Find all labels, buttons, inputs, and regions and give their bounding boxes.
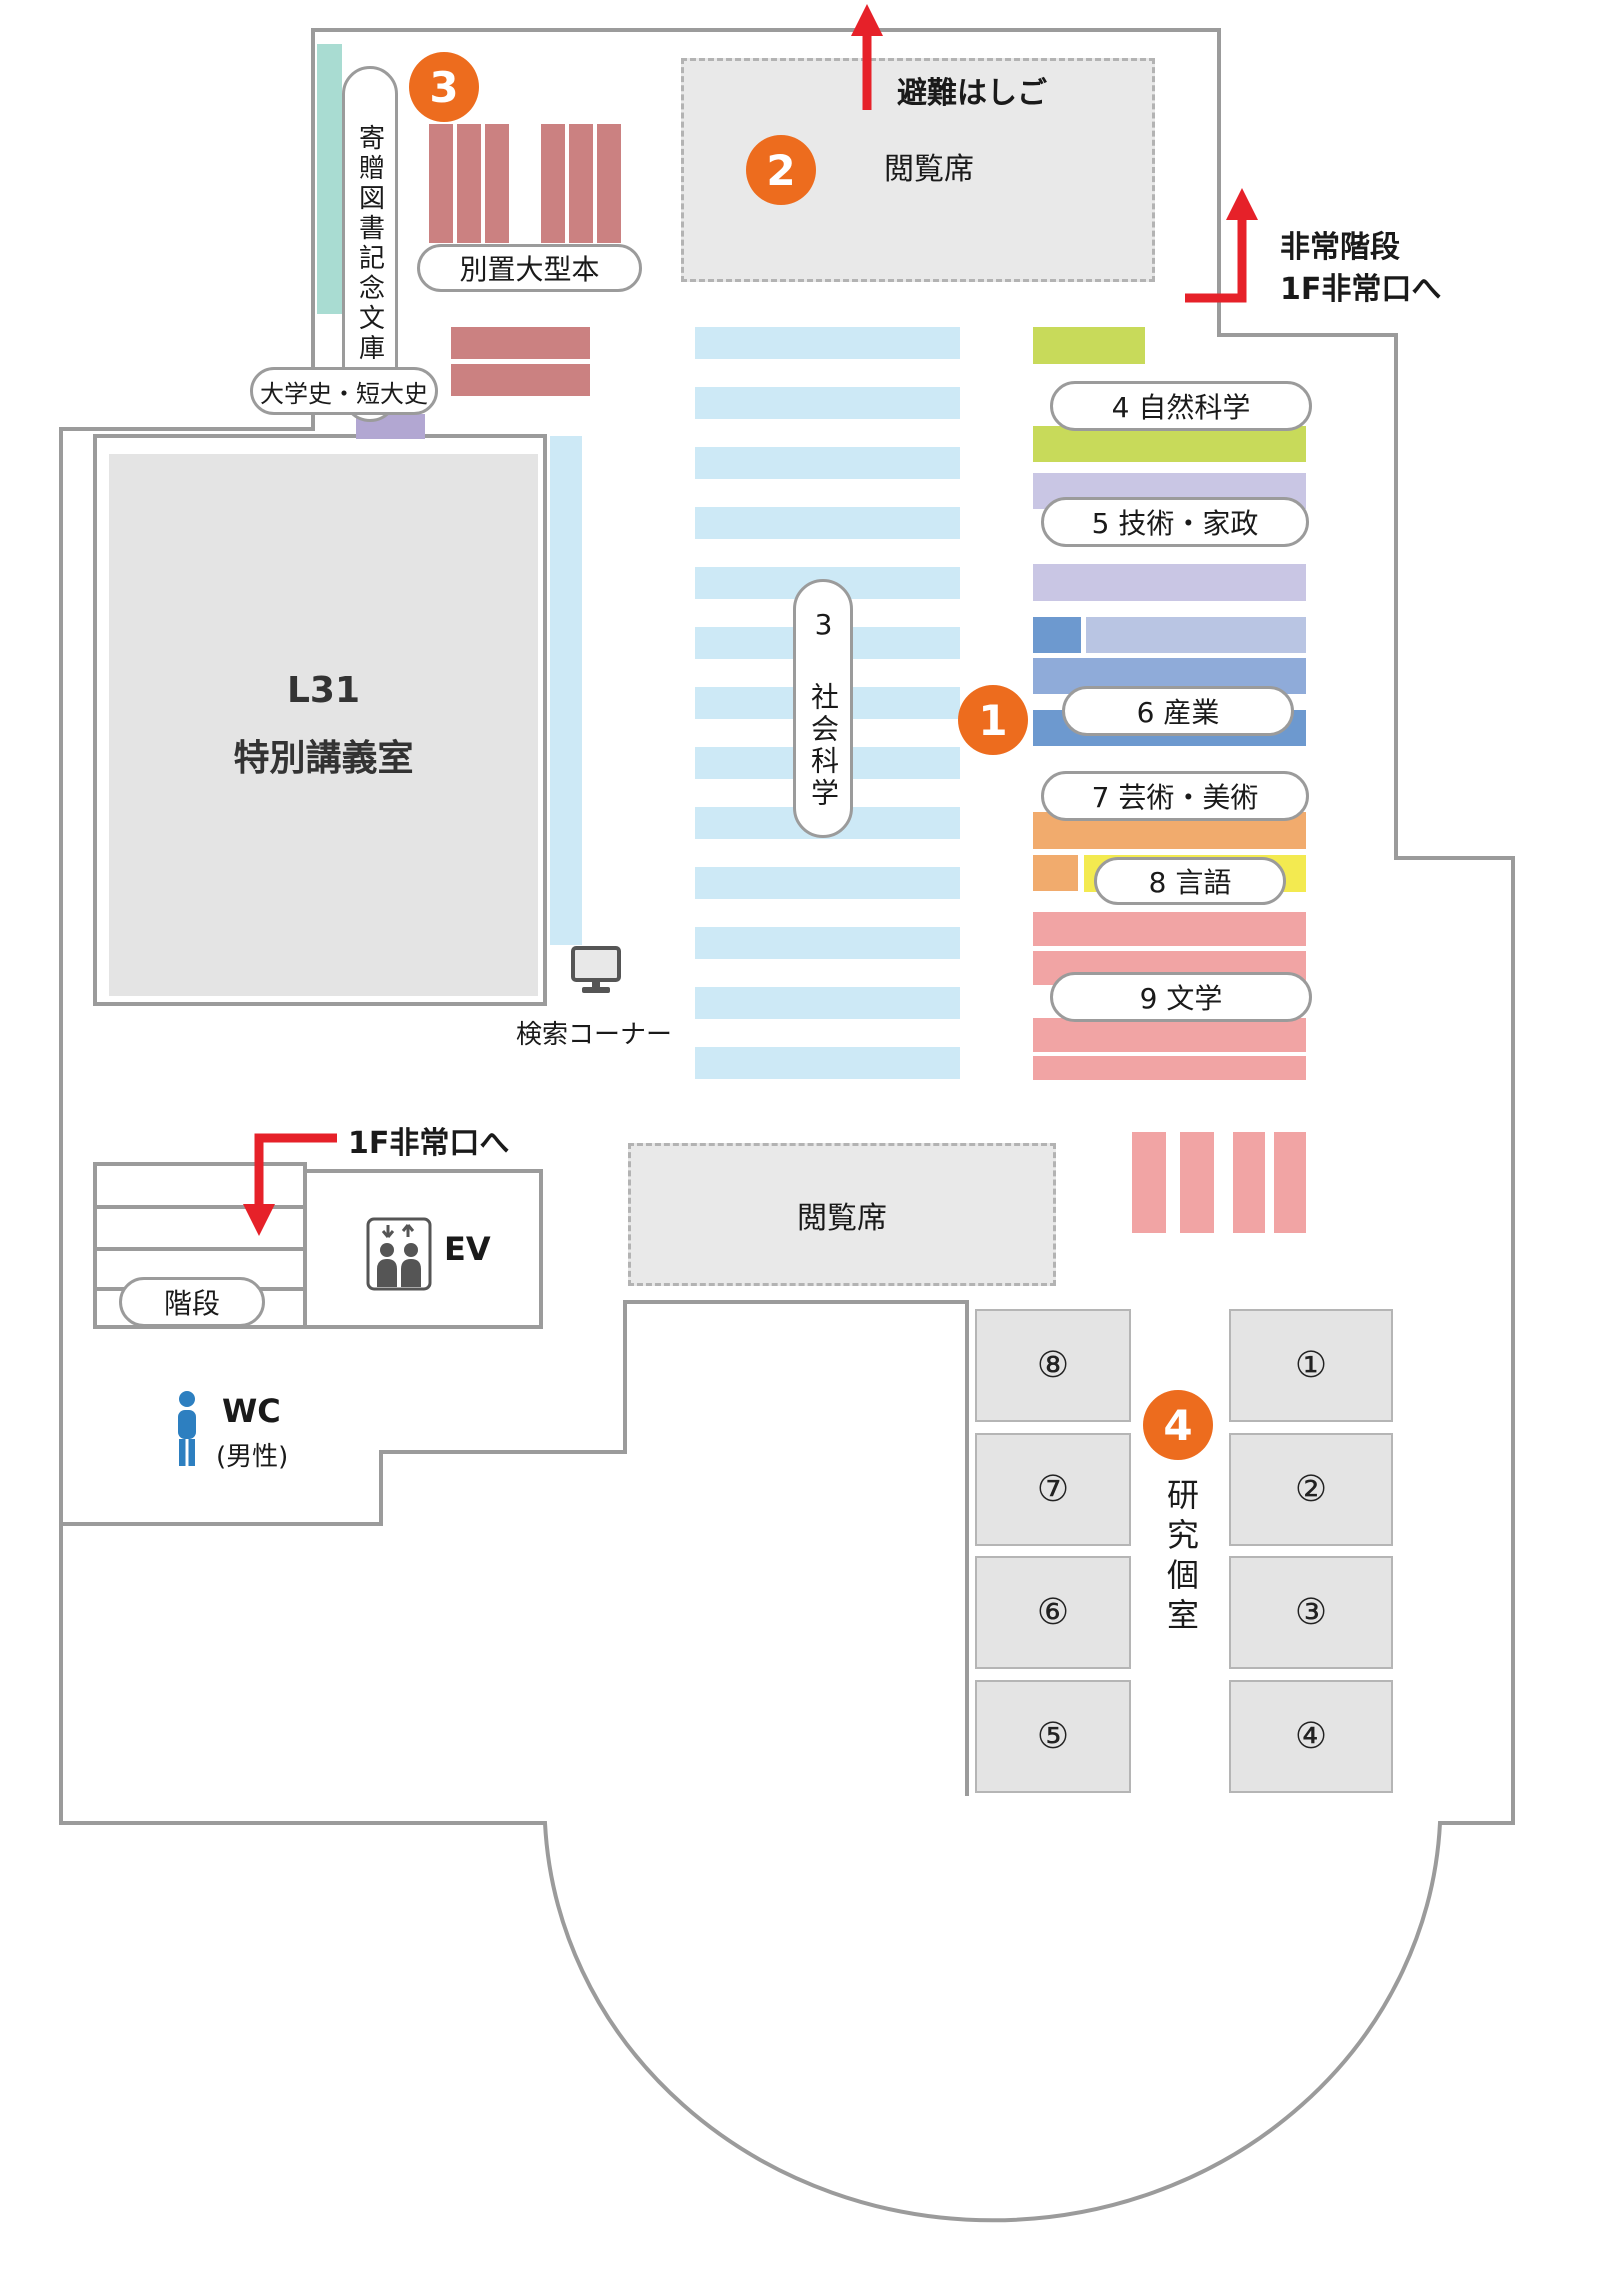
research-room-6: ⑥ <box>975 1556 1131 1669</box>
research-rooms-label: 研究個室 <box>1162 1478 1200 1638</box>
research-room-3: ③ <box>1229 1556 1393 1669</box>
emergency-stairs-label: 非常階段 <box>1280 230 1400 265</box>
literature-shelf <box>1033 1056 1306 1080</box>
large-books-shelf-bar <box>597 124 621 243</box>
research-room-2: ② <box>1229 1433 1393 1546</box>
search-corner-label: 検索コーナー <box>515 1020 672 1050</box>
natural-science-shelf <box>1033 426 1306 462</box>
shelf-bar <box>695 927 960 959</box>
shelf-bar-vertical <box>1233 1132 1265 1233</box>
stairs-label: 階段 <box>119 1277 265 1327</box>
literature-shelf <box>1033 1018 1306 1052</box>
arts-label-text: 7 芸術・美術 <box>1091 781 1259 814</box>
literature-label: 9 文学 <box>1050 972 1312 1022</box>
step-badge-1: 1 <box>958 685 1028 755</box>
large-books-shelf-bar <box>457 124 481 243</box>
research-room-7-number: ⑦ <box>1036 1469 1070 1510</box>
research-room-1: ① <box>1229 1309 1393 1422</box>
large-books-label: 別置大型本 <box>417 244 642 292</box>
arts-label: 7 芸術・美術 <box>1041 771 1309 821</box>
shelf-bar-vertical <box>1180 1132 1214 1233</box>
shelf-bar <box>695 1047 960 1079</box>
industry-shelf <box>1033 617 1081 653</box>
technology-home-shelf <box>1033 564 1306 601</box>
emergency-exit-1f-label: 1F非常口へ <box>1280 272 1442 307</box>
natural-science-label: 4 自然科学 <box>1050 381 1312 431</box>
technology-home-label-text: 5 技術・家政 <box>1091 507 1259 540</box>
industry-label: 6 産業 <box>1062 686 1294 736</box>
step-badge-2: 2 <box>746 135 816 205</box>
research-room-1-number: ① <box>1294 1345 1328 1386</box>
to-exit-1f-arrow-icon <box>243 1133 337 1236</box>
social-science-label: 3 社会科学 <box>793 579 853 838</box>
elevator-label: EV <box>444 1230 491 1268</box>
wc-sub-label: (男性) <box>216 1442 289 1472</box>
technology-home-label: 5 技術・家政 <box>1041 497 1309 547</box>
shelf-bar <box>695 327 960 359</box>
shelf-bar <box>695 867 960 899</box>
lecture-room-name: 特別講義室 <box>233 737 414 779</box>
lecture-room-l31: L31 特別講義室 <box>109 454 538 996</box>
research-room-8-number: ⑧ <box>1036 1345 1070 1386</box>
natural-science-label-text: 4 自然科学 <box>1111 391 1251 424</box>
shelf-bar-vertical <box>1132 1132 1166 1233</box>
research-room-3-number: ③ <box>1294 1592 1328 1633</box>
shelf-bar <box>695 987 960 1019</box>
research-room-6-number: ⑥ <box>1036 1592 1070 1633</box>
computer-monitor-icon <box>571 946 621 993</box>
reading-seats-bottom: 閲覧席 <box>628 1143 1056 1286</box>
university-history-label-text: 大学史・短大史 <box>260 379 428 408</box>
lecture-room-code: L31 <box>286 669 361 711</box>
shelf-bar-vertical <box>550 436 582 945</box>
step-badge-3: 3 <box>409 52 479 122</box>
evacuation-ladder-label: 避難はしご <box>897 76 1047 111</box>
wc-label: WC <box>222 1392 281 1430</box>
reading-seats-top-label: 閲覧席 <box>884 152 974 187</box>
research-room-5: ⑤ <box>975 1680 1131 1793</box>
stairs-label-text: 階段 <box>163 1287 220 1320</box>
male-person-icon <box>178 1391 196 1466</box>
university-history-label: 大学史・短大史 <box>250 367 438 415</box>
research-room-7: ⑦ <box>975 1433 1131 1546</box>
step-badge-4: 4 <box>1143 1390 1213 1460</box>
research-room-2-number: ② <box>1294 1469 1328 1510</box>
shelf-bar <box>451 327 590 359</box>
research-room-4: ④ <box>1229 1680 1393 1793</box>
shelf-bar <box>695 447 960 479</box>
donated-books-shelf <box>317 44 342 314</box>
donated-books-label-text: 寄贈図書記念文庫 <box>354 124 385 364</box>
large-books-shelf-bar <box>541 124 565 243</box>
industry-label-text: 6 産業 <box>1136 696 1220 729</box>
literature-shelf <box>1033 912 1306 946</box>
social-science-label-text: 3 社会科学 <box>807 607 840 810</box>
reading-seats-bottom-label: 閲覧席 <box>797 1200 887 1236</box>
shelf-bar <box>451 364 590 396</box>
shelf-bar <box>695 387 960 419</box>
natural-science-shelf <box>1033 327 1145 364</box>
large-books-shelf-bar <box>569 124 593 243</box>
research-room-4-number: ④ <box>1294 1716 1328 1757</box>
elevator-icon <box>366 1217 432 1291</box>
research-room-8: ⑧ <box>975 1309 1131 1422</box>
large-books-shelf-bar <box>485 124 509 243</box>
shelf-bar-vertical <box>1274 1132 1306 1233</box>
to-exit-1f-label: 1F非常口へ <box>348 1126 510 1161</box>
emergency-stairs-arrow-icon <box>1185 188 1258 303</box>
shelf-bar <box>695 507 960 539</box>
language-label: 8 言語 <box>1094 857 1286 905</box>
large-books-label-text: 別置大型本 <box>459 253 600 286</box>
large-books-shelf-bar <box>429 124 453 243</box>
language-label-text: 8 言語 <box>1148 866 1232 899</box>
arts-shelf <box>1033 855 1078 891</box>
literature-label-text: 9 文学 <box>1139 982 1223 1015</box>
research-room-5-number: ⑤ <box>1036 1716 1070 1757</box>
industry-shelf <box>1086 617 1306 653</box>
